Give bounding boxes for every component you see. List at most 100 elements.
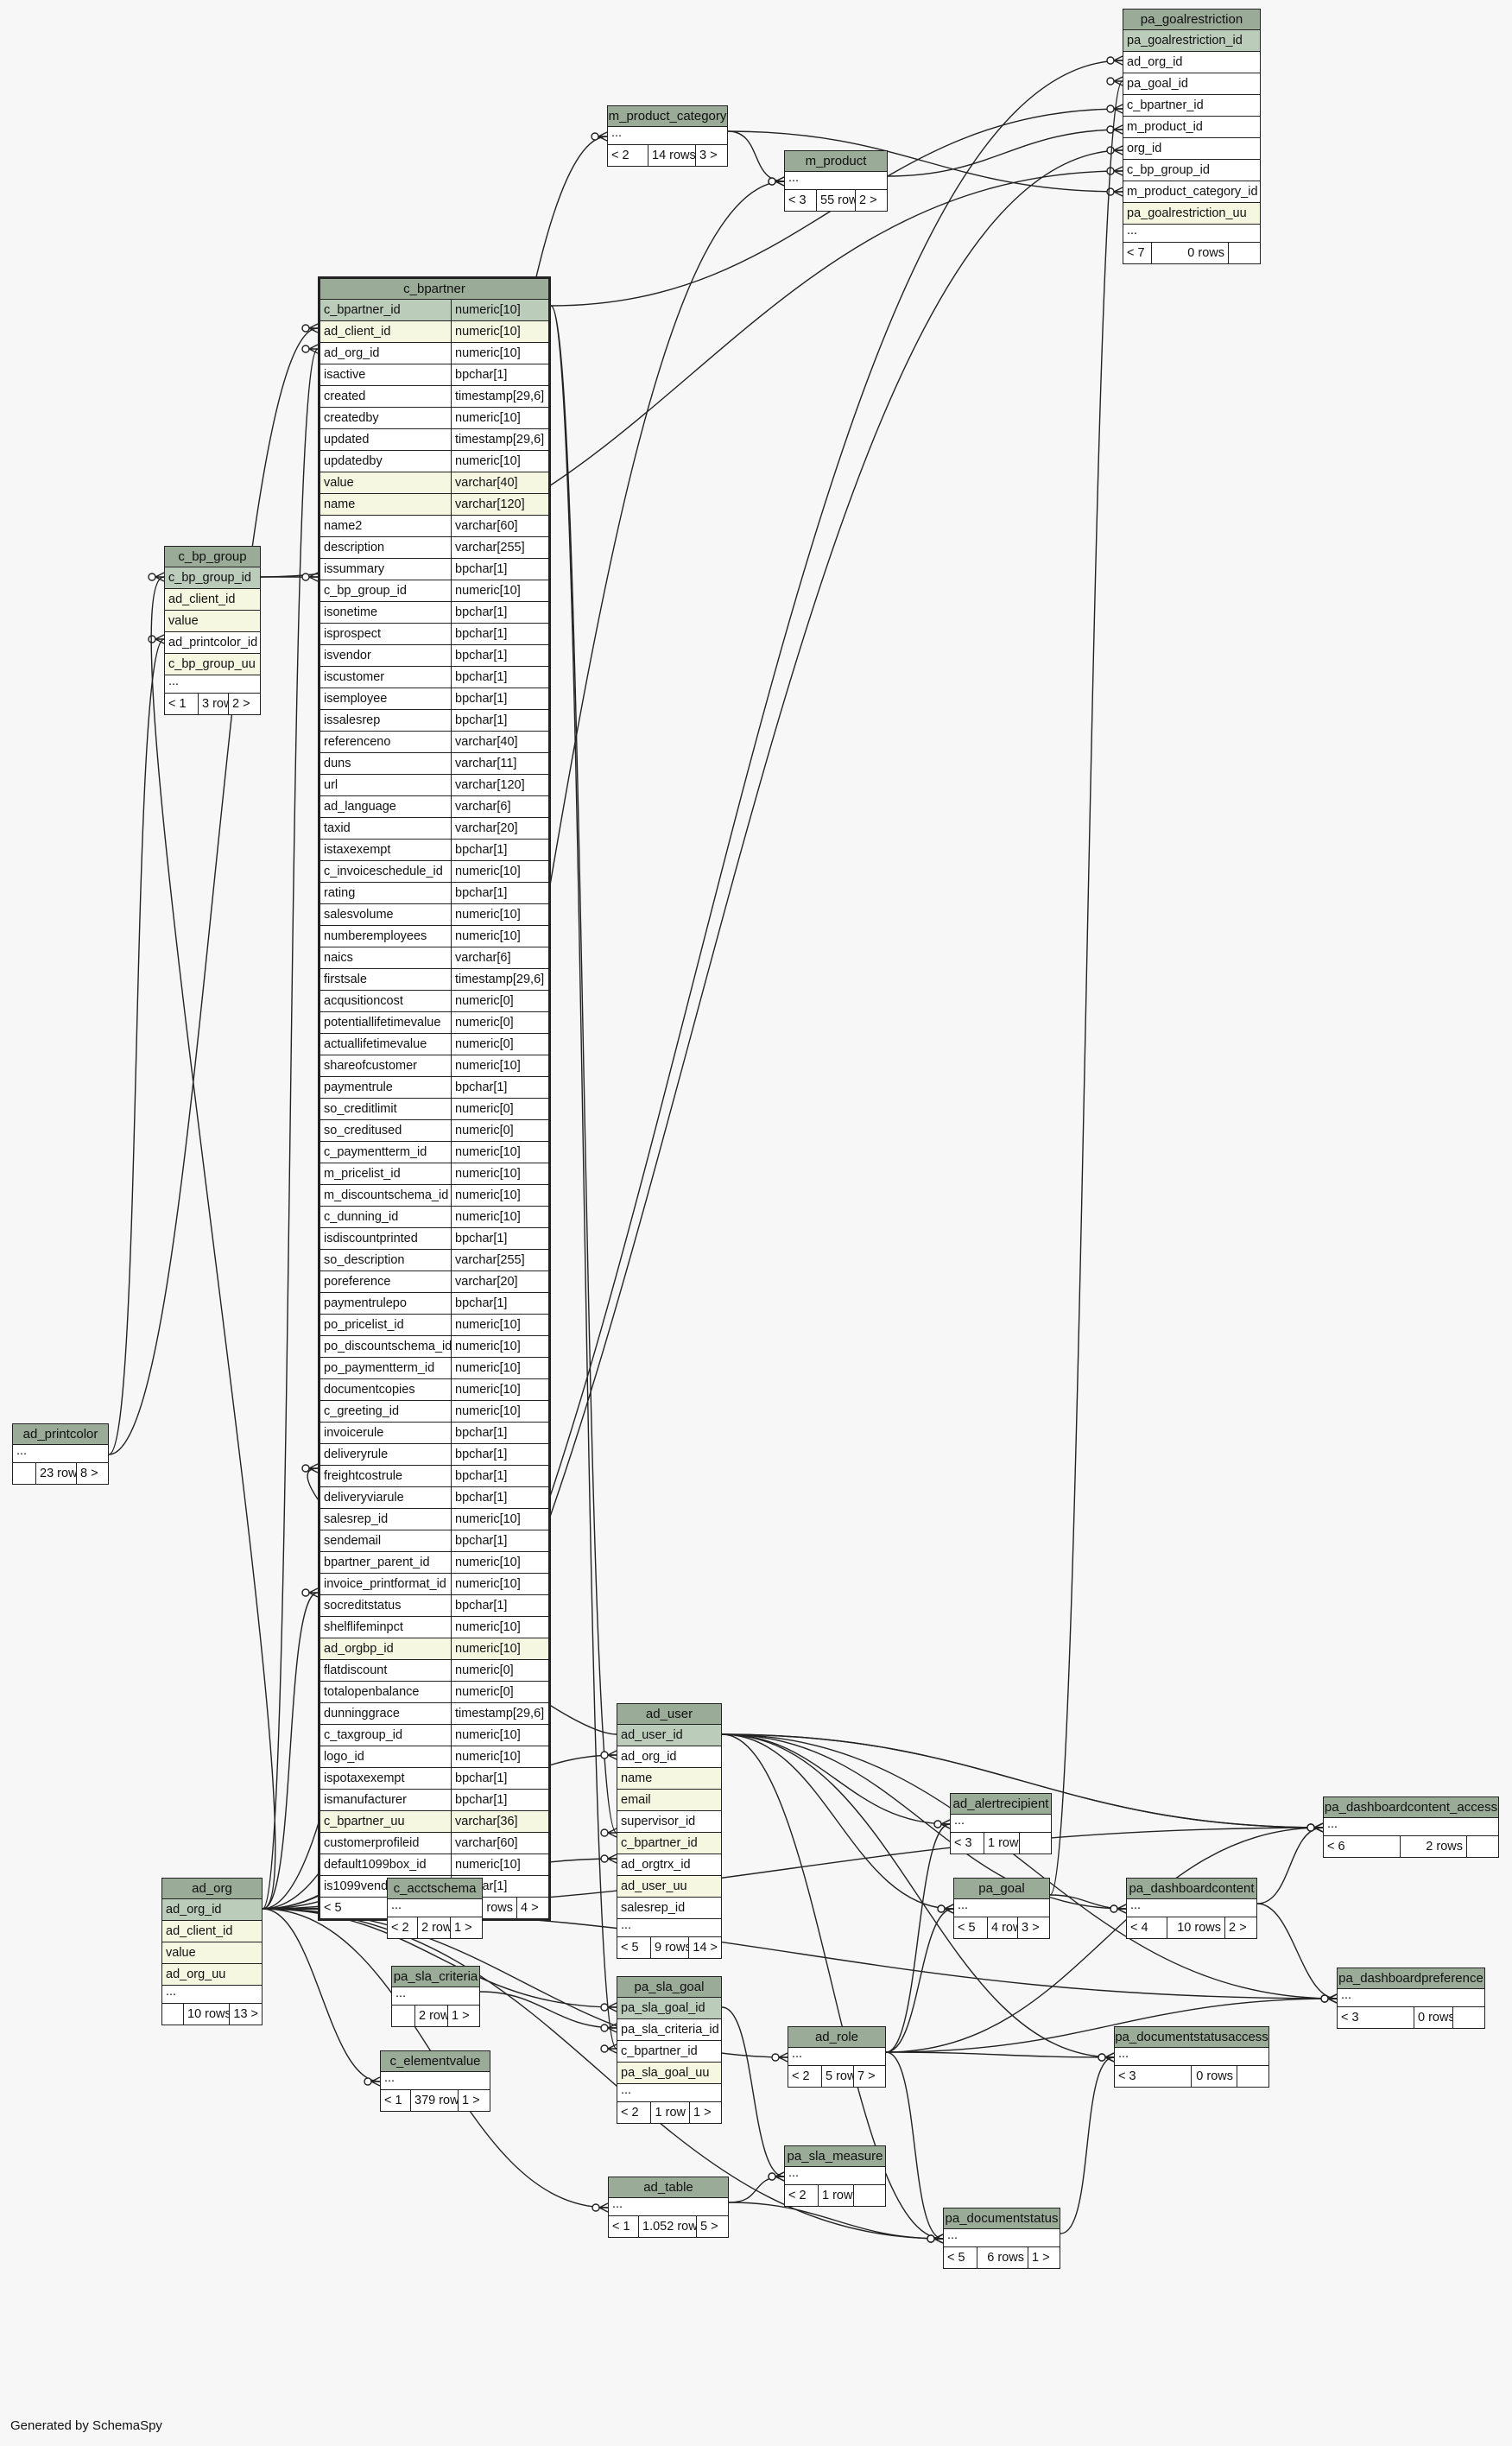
column-row[interactable]: ad_orgtrx_id [617,1854,721,1876]
column-ellipsis[interactable]: ... [392,1987,479,2006]
column-row[interactable]: ad_org_id [617,1746,721,1768]
column-ellipsis[interactable]: ... [609,2198,728,2216]
table-ad-printcolor[interactable]: ad_printcolor...23 rows8 > [12,1423,109,1485]
column-row[interactable]: ad_printcolor_id [165,632,260,654]
column-ellipsis[interactable]: ... [162,1986,262,2004]
column-row[interactable]: c_bpartner_id [1123,95,1260,117]
column-row[interactable]: pa_sla_goal_id [617,1998,721,2019]
column-ellipsis[interactable]: ... [785,172,887,190]
column-ellipsis[interactable]: ... [788,2048,885,2066]
column-ellipsis[interactable]: ... [608,127,727,145]
column-row[interactable]: value [165,611,260,632]
column-row[interactable]: ad_org_uu [162,1964,262,1986]
column-row[interactable]: pa_goalrestriction_id [1123,30,1260,52]
column-row[interactable]: pa_goalrestriction_uu [1123,203,1260,225]
column-row[interactable]: email [617,1790,721,1811]
table-ad-table[interactable]: ad_table...< 11.052 rows5 > [608,2177,729,2238]
column-row[interactable]: org_id [1123,138,1260,160]
column-row[interactable]: ad_client_id [165,589,260,611]
column-ellipsis[interactable]: ... [1123,225,1260,243]
column-row[interactable]: c_bpartner_id [617,1833,721,1854]
column-row[interactable]: c_bpartner_id [617,2041,721,2063]
column-ellipsis[interactable]: ... [1338,1989,1484,2007]
column-ellipsis[interactable]: ... [13,1445,108,1463]
column-row[interactable]: pa_sla_criteria_id [617,2019,721,2041]
column-row[interactable]: pa_sla_goal_uu [617,2063,721,2084]
column-ellipsis[interactable]: ... [1127,1899,1256,1917]
column-row[interactable]: c_bp_group_id [165,567,260,589]
column-row[interactable]: value [162,1942,262,1964]
column-ellipsis[interactable]: ... [1115,2048,1268,2066]
column-ellipsis[interactable]: ... [388,1899,482,1917]
column-ellipsis[interactable]: ... [381,2072,490,2090]
column-ellipsis[interactable]: ... [951,1815,1051,1833]
column-row[interactable]: ad_client_id [162,1921,262,1942]
column-ellipsis[interactable]: ... [785,2167,885,2185]
